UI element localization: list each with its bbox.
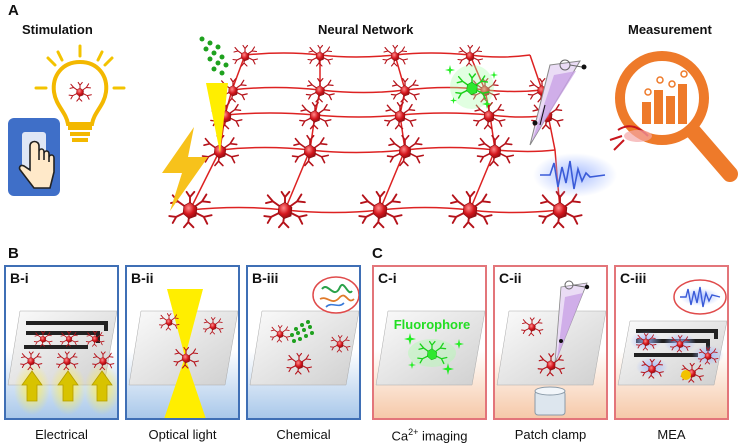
- panel-b-electrical: B-i: [4, 265, 119, 420]
- signal-glow: [533, 153, 617, 197]
- stimulation-illustration: [8, 44, 126, 196]
- network-connections: [189, 52, 561, 214]
- calcium-illustration: Fluorophore: [375, 310, 485, 386]
- light-bulb-icon: [34, 44, 126, 142]
- panel-title: B-iii: [252, 270, 279, 286]
- stimulation-heading: Stimulation: [22, 22, 93, 37]
- chemical-dots: [290, 320, 314, 343]
- caption-electrical: Electrical: [35, 427, 88, 442]
- panel-c-patch-clamp: C-ii: [493, 265, 608, 420]
- caption-chemical: Chemical: [276, 427, 331, 442]
- network-neurons: [168, 44, 583, 229]
- chemical-illustration: [249, 276, 359, 386]
- panel-b-letter: B: [8, 245, 19, 262]
- electrode-arrows: [21, 370, 113, 402]
- panel-title: C-ii: [499, 270, 522, 286]
- patch-clamp-illustration: [496, 280, 606, 416]
- panel-c-mea: C-iii: [614, 265, 729, 420]
- caption-patch-clamp: Patch clamp: [514, 427, 587, 442]
- caption-calcium-tail: imaging: [418, 428, 468, 444]
- electrical-illustration: [7, 310, 117, 415]
- patch-pipette: [529, 59, 587, 146]
- caption-calcium-imaging: Ca2+ imaging: [372, 427, 487, 443]
- panel-title: C-iii: [620, 270, 647, 286]
- panel-c-calcium: Fluorophore C-i: [372, 265, 487, 420]
- switch-icon: [8, 118, 60, 196]
- panel-b-optical: B-ii: [125, 265, 240, 420]
- measurement-illustration: [609, 51, 738, 182]
- light-cone: [206, 83, 228, 153]
- neural-network-heading: Neural Network: [318, 22, 414, 37]
- caption-optical: Optical light: [148, 427, 217, 442]
- panel-title: C-i: [378, 270, 397, 286]
- panel-b-chemical: B-iii: [246, 265, 361, 420]
- optical-illustration: [128, 289, 238, 418]
- chemical-dots: [199, 36, 229, 76]
- mea-illustration: [617, 279, 727, 386]
- panel-title: B-i: [10, 270, 29, 286]
- measurement-heading: Measurement: [628, 22, 712, 37]
- caption-mea: MEA: [657, 427, 686, 442]
- fluorophore-label: Fluorophore: [394, 317, 471, 332]
- panel-a-letter: A: [8, 2, 19, 19]
- fluorescent-neuron: [445, 65, 498, 109]
- caption-calcium-superscript: 2+: [408, 427, 419, 437]
- caption-calcium-base: Ca: [391, 428, 409, 444]
- panel-c-letter: C: [372, 245, 383, 262]
- neural-network-illustration: [162, 36, 617, 229]
- panel-title: B-ii: [131, 270, 154, 286]
- lightning-bolt-icon: [162, 127, 208, 211]
- magnifier-icon: [609, 51, 738, 182]
